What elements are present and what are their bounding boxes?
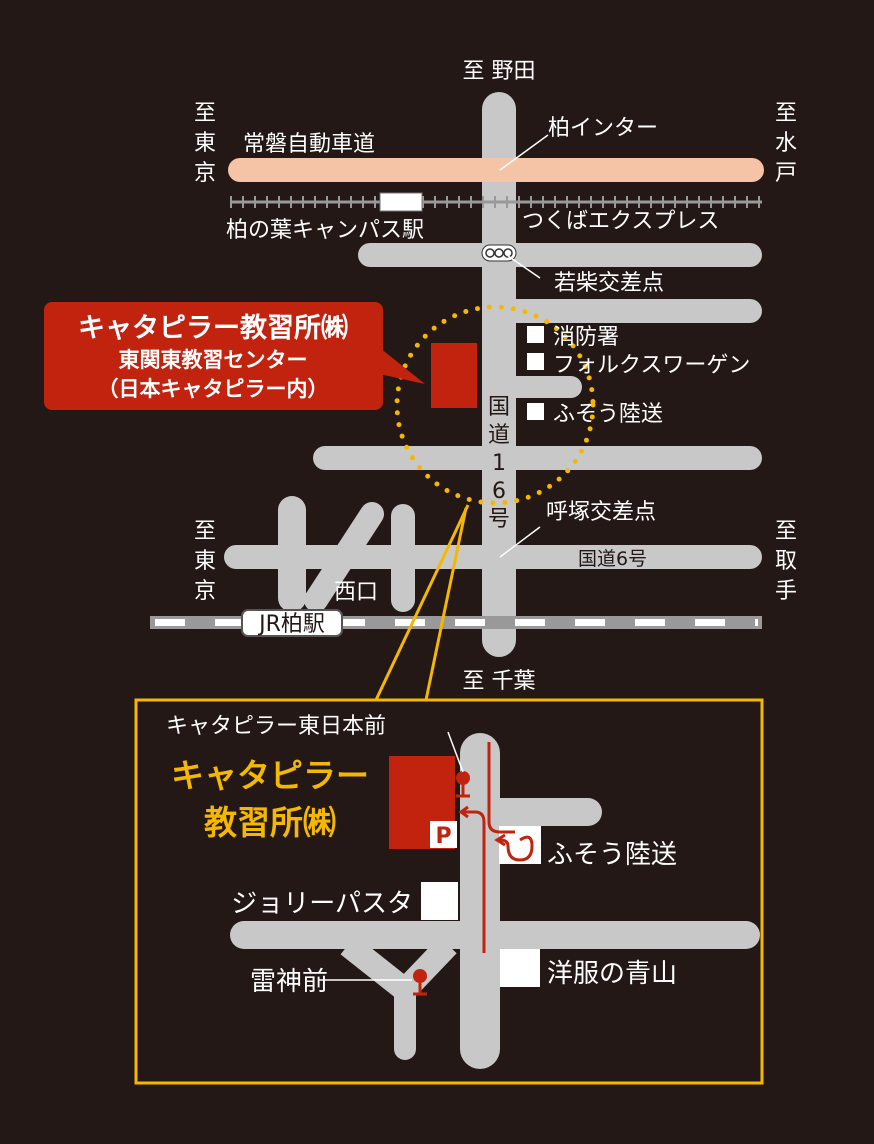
- svg-text:戸: 戸: [775, 161, 797, 186]
- parking-label: P: [435, 824, 451, 849]
- direction-west-top: 至 東 京: [194, 101, 216, 186]
- route-16-label: 国 道 1 6 号: [488, 395, 510, 532]
- inset-school-name-1: キャタピラー: [171, 756, 369, 795]
- road-middle: [313, 446, 762, 470]
- fuso-label: ふそう陸送: [553, 402, 663, 427]
- direction-east-top: 至 水 戸: [775, 101, 797, 186]
- svg-text:東: 東: [194, 549, 216, 574]
- tx-line-label: つくばエクスプレス: [522, 209, 719, 234]
- svg-text:至: 至: [194, 101, 216, 126]
- inset-fuso-label: ふそう陸送: [547, 840, 677, 870]
- roads: [224, 92, 762, 657]
- volkswagen-label: フォルクスワーゲン: [553, 353, 750, 378]
- inset-map: P キャタピラー東日本前 キャタピラー 教習所㈱ ふそう陸送: [134, 698, 764, 1085]
- svg-text:手: 手: [775, 579, 797, 604]
- road-station-east: [391, 504, 415, 612]
- inset-aoyama-marker: [500, 949, 540, 987]
- inset-jolly-label: ジョリーパスタ: [231, 889, 413, 919]
- jr-station-label: JR柏駅: [257, 612, 325, 637]
- svg-text:至: 至: [775, 101, 797, 126]
- wakashiba-label: 若柴交差点: [554, 271, 664, 296]
- svg-text:京: 京: [194, 579, 216, 604]
- callout-subtitle: 東関東教習センター: [119, 348, 308, 372]
- direction-south: 至 千葉: [463, 669, 536, 694]
- leader-lines: [499, 134, 549, 558]
- school-building: [431, 343, 477, 408]
- yobitsuka-label: 呼塚交差点: [546, 500, 656, 525]
- svg-text:6: 6: [492, 479, 506, 504]
- expressway-label: 常磐自動車道: [243, 132, 375, 157]
- kashiwanoha-station-icon: [379, 192, 423, 212]
- route-16-road: [482, 92, 516, 657]
- inset-raijin-label: 雷神前: [250, 967, 328, 997]
- jr-station-box: [241, 609, 343, 637]
- road-east-1: [500, 299, 762, 323]
- bus-stop-icon: [456, 771, 470, 798]
- svg-text:号: 号: [488, 507, 510, 532]
- road-wakashiba: [358, 243, 762, 267]
- svg-text:1: 1: [492, 451, 506, 476]
- volkswagen-marker: [527, 353, 544, 370]
- direction-east-bottom: 至 取 手: [775, 519, 797, 604]
- svg-text:国: 国: [488, 395, 510, 420]
- fire-station-marker: [527, 326, 544, 343]
- inset-road-fuso: [470, 798, 602, 826]
- interchange-label: 柏インター: [548, 116, 658, 141]
- svg-text:水: 水: [775, 131, 797, 156]
- route-6-label: 国道6号: [578, 548, 647, 570]
- traffic-light-icon: [481, 244, 517, 262]
- bus-stop-leader: [447, 731, 464, 773]
- site-highlight-circle: [394, 304, 596, 506]
- bus-stop-label: キャタピラー東日本前: [166, 714, 386, 739]
- bus-stop-icon: [413, 969, 427, 996]
- joban-expressway: [228, 158, 764, 182]
- fire-station-label: 消防署: [553, 325, 619, 350]
- direction-west-bottom: 至 東 京: [194, 519, 216, 604]
- svg-text:東: 東: [194, 131, 216, 156]
- inset-jolly-marker: [421, 882, 458, 920]
- callout-note: （日本キャタピラー内）: [98, 377, 329, 401]
- svg-text:京: 京: [194, 161, 216, 186]
- inset-cross-road: [230, 921, 760, 949]
- direction-north: 至 野田: [463, 59, 536, 84]
- road-east-short: [500, 376, 582, 398]
- svg-text:至: 至: [194, 519, 216, 544]
- tx-station-label: 柏の葉キャンパス駅: [226, 218, 424, 243]
- school-callout: キャタピラー教習所㈱ 東関東教習センター （日本キャタピラー内）: [44, 302, 425, 410]
- inset-aoyama-label: 洋服の青山: [547, 959, 677, 989]
- svg-text:取: 取: [775, 549, 797, 574]
- fuso-marker: [527, 403, 544, 420]
- inset-school-name-2: 教習所㈱: [204, 803, 336, 842]
- svg-text:至: 至: [775, 519, 797, 544]
- road-station-west: [278, 496, 306, 612]
- inset-connector: [374, 504, 470, 701]
- svg-text:道: 道: [488, 423, 510, 448]
- parking-icon: [430, 821, 457, 848]
- road-station-diagonal: [304, 502, 384, 612]
- callout-title: キャタピラー教習所㈱: [78, 313, 348, 344]
- nishiguchi-label: 西口: [334, 580, 378, 605]
- route-arrows: [458, 742, 534, 953]
- inset-south-road: [394, 985, 416, 1060]
